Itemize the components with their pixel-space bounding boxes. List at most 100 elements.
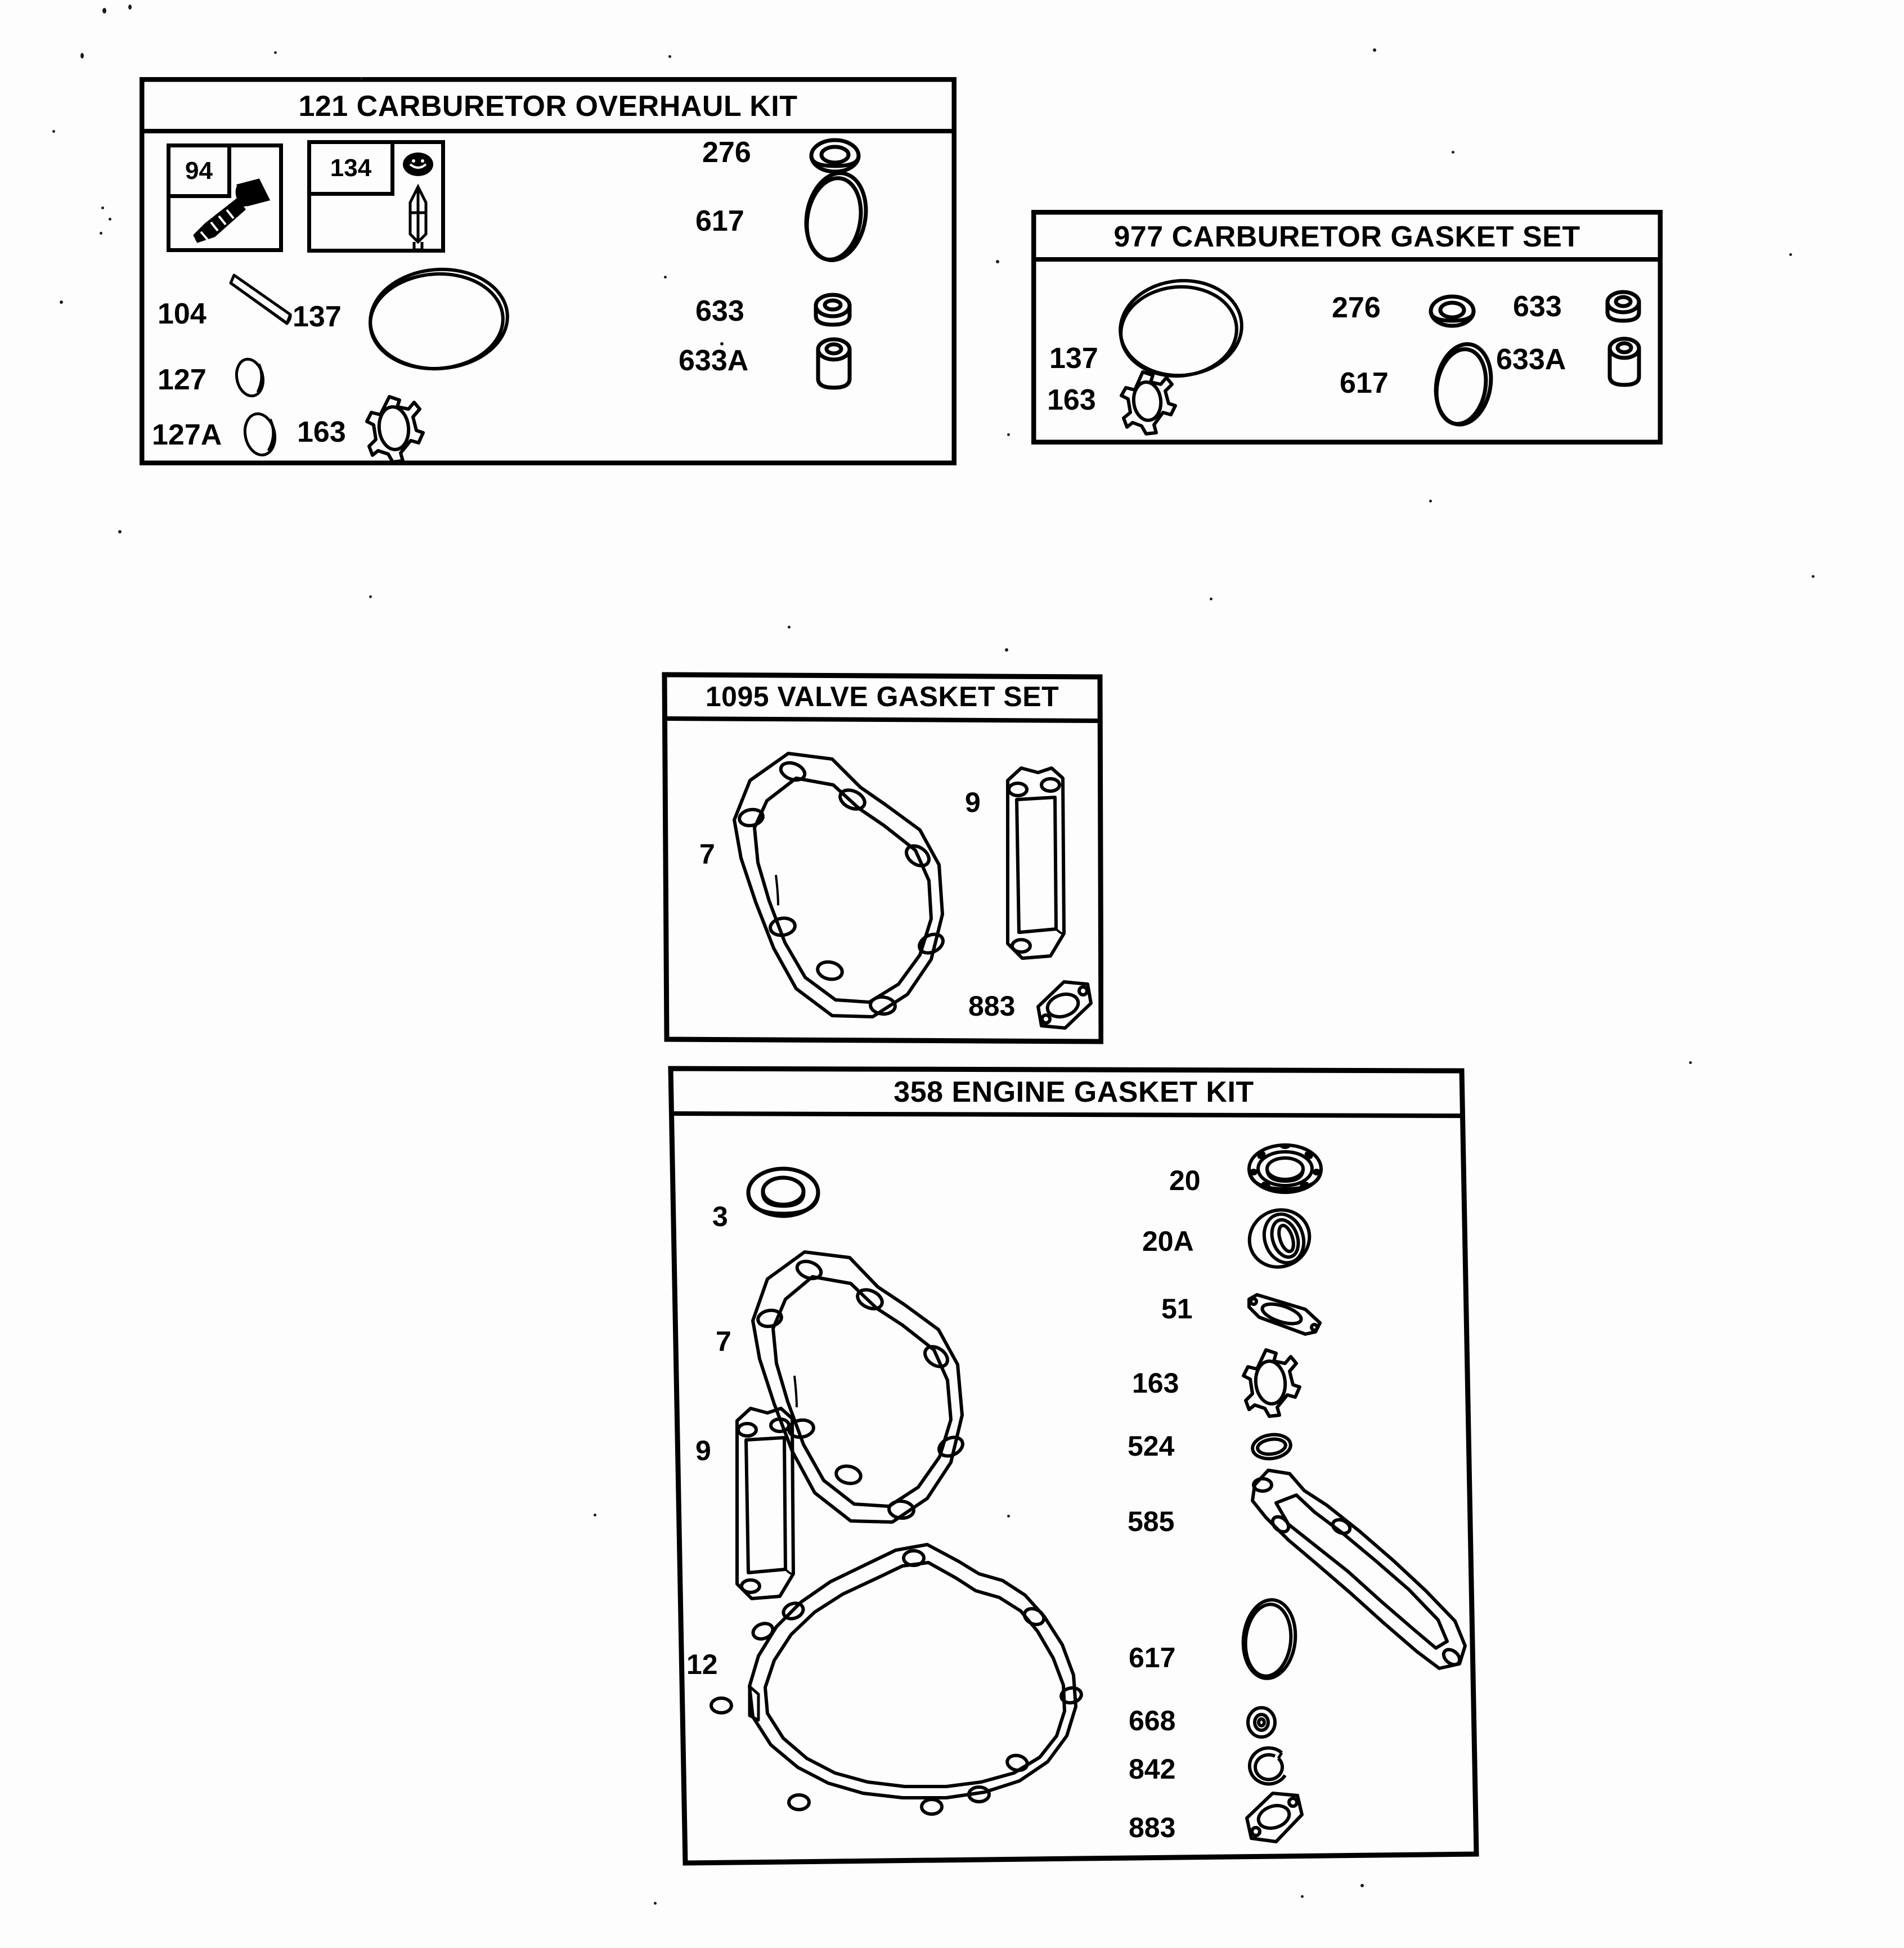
valve-cover-gasket-icon-358 [726,1405,805,1613]
scan-speck [80,53,84,59]
oval-o-ring-icon-617 [797,167,875,268]
oil-seal-icon-358 [742,1161,832,1240]
panel-title-1095: 1095 VALVE GASKET SET [705,681,1059,712]
panel-title-977: 977 CARBURETOR GASKET SET [1113,221,1580,253]
scan-speck [1373,48,1376,52]
screw-and-nut-icon [181,170,282,254]
part-label-358-524: 524 [1128,1430,1175,1462]
scan-speck [1429,500,1432,502]
part-label-163: 163 [297,416,346,448]
scan-speck [118,530,122,533]
part-label-617: 617 [695,205,744,237]
part-label-977-163: 163 [1047,384,1096,416]
bushing-short-icon-633 [808,291,859,336]
part-label-127A: 127A [152,419,222,451]
part-label-137: 137 [293,300,342,333]
inset-label-134: 134 [330,154,372,182]
scan-speck [109,218,111,221]
small-disc-icon-127 [232,355,271,400]
part-label-358-883: 883 [1129,1812,1176,1843]
oval-o-ring-icon-358 [1237,1594,1304,1690]
scan-speck [60,300,63,304]
needle-valve-and-seat-icon [400,150,445,252]
scan-speck [654,1902,657,1905]
scan-speck [1452,151,1454,154]
large-o-ring-icon-137 [365,263,517,381]
panel-frame [140,77,957,465]
part-label-104: 104 [158,298,206,330]
part-label-977-276: 276 [1332,291,1381,324]
breather-gasket-icon-358 [1245,1290,1329,1341]
part-label-358-668: 668 [1129,1705,1176,1736]
scan-speck [102,8,106,14]
small-disc-icon-127a [240,409,285,460]
part-label-633: 633 [695,295,744,327]
scan-speck [668,55,671,58]
panel-carburetor-overhaul-kit: 121 CARBURETOR OVERHAUL KIT 94 [140,77,957,465]
part-label-977-617: 617 [1340,367,1389,400]
scan-speck [1689,1061,1692,1064]
oval-o-ring-icon-977-617 [1427,338,1501,434]
part-label-358-163: 163 [1132,1367,1179,1399]
panel-frame [1031,210,1663,445]
scan-speck [1007,1515,1010,1518]
inset-tag-94-frame: 94 [170,147,231,198]
scan-speck [360,77,363,80]
panel-title-121: 121 CARBURETOR OVERHAUL KIT [298,90,798,123]
long-gasket-icon-358 [1242,1466,1479,1702]
seal-ring-icon-276 [806,133,868,184]
scan-speck [594,1514,596,1516]
part-label-358-3: 3 [712,1201,728,1232]
part-label-358-617: 617 [1129,1642,1176,1673]
small-o-ring-icon-358 [1248,1431,1299,1465]
intake-gasket-icon-163 [365,392,432,465]
part-label-358-20: 20 [1169,1165,1201,1196]
scan-speck [52,130,55,133]
scan-speck [1301,1895,1304,1898]
bushing-tall-icon-633a [809,336,860,398]
part-label-977-137: 137 [1049,342,1098,375]
valve-cover-gasket-icon-1095 [996,765,1075,973]
scan-speck [996,260,999,263]
panel-valve-gasket-set: 1095 VALVE GASKET SET 7 [661,671,1103,1045]
scan-speck [1812,575,1815,578]
part-label-276: 276 [702,136,751,169]
cylinder-head-gasket-icon-358 [742,1245,978,1538]
panel-frame [668,1066,1479,1866]
part-label-358-9: 9 [695,1435,711,1466]
cylinder-head-gasket-icon-1095 [722,746,958,1027]
inset-box-94: 94 [167,143,283,252]
bushing-tall-icon-977-633a [1601,336,1649,395]
scan-speck [664,276,667,279]
exhaust-gasket-icon-1095 [1028,974,1101,1036]
exhaust-gasket-icon-358 [1239,1787,1312,1854]
panel-frame [662,672,1103,1044]
part-label-1095-9: 9 [965,787,981,818]
inset-tag-134-frame: 134 [311,144,394,196]
part-label-127: 127 [158,363,206,396]
scan-speck [720,342,724,345]
panel-carburetor-gasket-set: 977 CARBURETOR GASKET SET 137 163 276 [1031,210,1663,445]
panel-engine-gasket-kit: 358 ENGINE GASKET KIT 3 7 [667,1065,1480,1867]
scan-speck [1789,253,1792,256]
large-o-ring-icon-977-137 [1115,276,1250,389]
part-label-358-20A: 20A [1142,1226,1194,1257]
inset-label-94: 94 [185,156,213,185]
scan-speck [1007,433,1010,436]
part-label-358-585: 585 [1128,1506,1175,1537]
part-label-1095-7: 7 [699,838,715,870]
scan-speck [1360,1884,1364,1887]
ball-bearing-icon-358 [1243,1139,1333,1218]
panel-title-358: 358 ENGINE GASKET KIT [893,1076,1254,1108]
retaining-ring-icon-358 [1241,1744,1297,1792]
tiny-washer-icon-358 [1243,1704,1283,1741]
part-label-358-842: 842 [1129,1753,1176,1785]
scan-speck [1210,598,1213,600]
part-label-1095-883: 883 [968,990,1016,1022]
scan-speck [1005,648,1008,652]
scan-speck [128,5,132,10]
part-label-977-633: 633 [1513,290,1562,323]
part-label-977-633A: 633A [1496,343,1566,376]
crankcase-gasket-icon-358 [704,1538,1155,1842]
